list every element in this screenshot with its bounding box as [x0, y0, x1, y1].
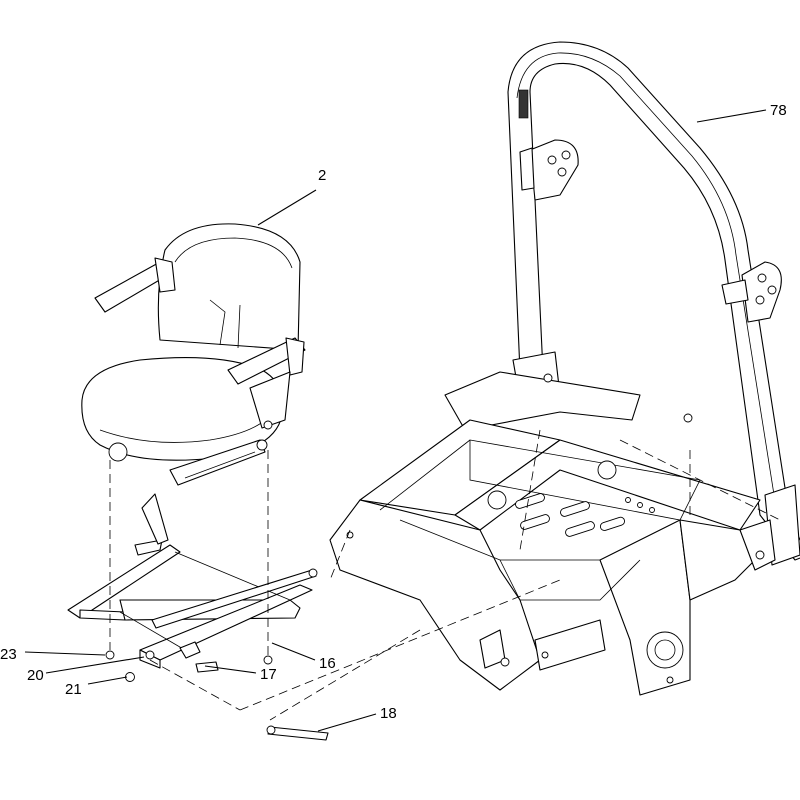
- callout-17: 17: [260, 666, 277, 683]
- callout-16: 16: [319, 655, 336, 672]
- callout-23: 23: [0, 646, 17, 663]
- roll-bar[interactable]: [507, 41, 800, 566]
- callout-21: 21: [65, 681, 82, 698]
- seat[interactable]: [81, 223, 306, 486]
- callout-2: 2: [318, 167, 326, 184]
- washer-20: [145, 650, 155, 660]
- mower-frame[interactable]: [329, 371, 776, 696]
- seat-bracket[interactable]: [67, 493, 329, 741]
- callout-78: 78: [770, 102, 787, 119]
- alignment-lines: [109, 429, 781, 721]
- callout-leaders: [24, 109, 767, 732]
- callout-18: 18: [380, 705, 397, 722]
- washer-23: [105, 650, 115, 660]
- callout-20: 20: [27, 667, 44, 684]
